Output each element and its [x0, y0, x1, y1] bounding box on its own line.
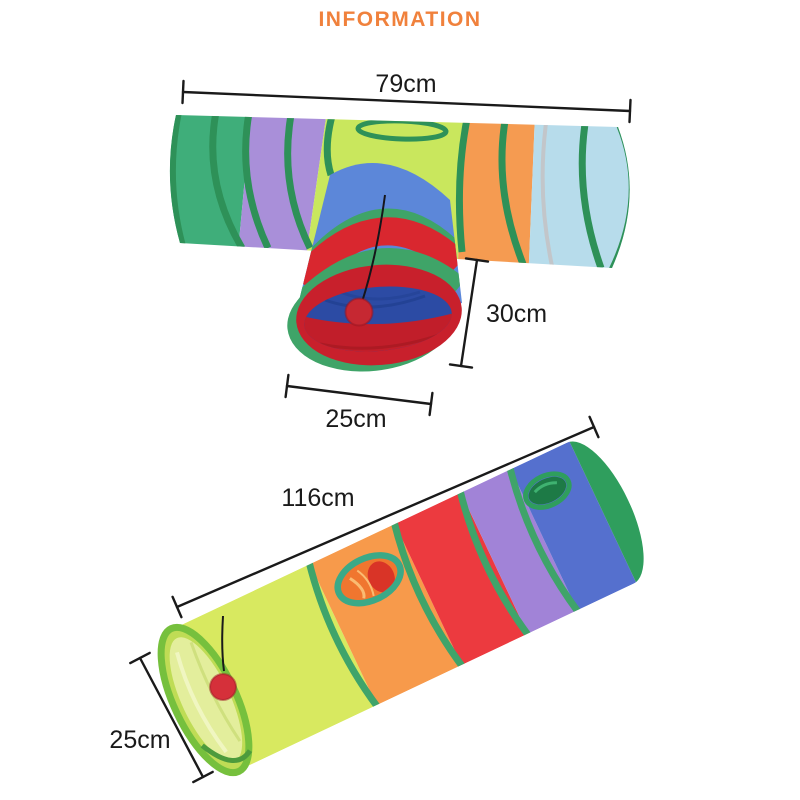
straight-segment-orange — [304, 513, 467, 716]
pompom-string — [361, 194, 386, 303]
straight-tunnel-rings — [305, 466, 582, 710]
t-tunnel-seam — [540, 122, 554, 267]
straight-tunnel-figure: 116cm 25cm — [109, 415, 662, 784]
pompom-ball-2 — [210, 674, 236, 700]
dimension-116cm: 116cm — [171, 415, 600, 619]
dimension-label-116cm: 116cm — [281, 484, 354, 512]
pompom-ball — [345, 298, 373, 326]
t-tunnel-branch — [287, 163, 467, 372]
dimension-label-25cm-s: 25cm — [109, 726, 170, 754]
straight-tunnel-hole-blue — [523, 471, 572, 510]
pompom-ball-2-shade — [209, 673, 237, 701]
t-tunnel-figure: 79cm 30cm 25cm — [169, 70, 632, 433]
dimension-79cm: 79cm — [181, 70, 632, 124]
pompom-ball-shade — [344, 297, 374, 327]
dimension-25cm-t: 25cm — [284, 373, 434, 433]
t-tunnel-segment-green — [169, 115, 253, 268]
straight-segment-red — [389, 481, 533, 676]
t-tunnel-segment-orange — [457, 115, 536, 268]
dimension-label-25cm-t: 25cm — [325, 405, 386, 433]
pompom-string-2 — [221, 615, 225, 672]
dimension-25cm-s: 25cm — [109, 651, 214, 784]
dimension-label-79cm: 79cm — [375, 70, 436, 98]
straight-segment-purple — [455, 458, 583, 645]
page-title: INFORMATION — [318, 8, 481, 31]
straight-tunnel-hole-orange — [334, 552, 404, 607]
dimension-30cm: 30cm — [448, 257, 547, 369]
dimension-label-30cm: 30cm — [486, 300, 547, 328]
front-face-bottom-rim — [200, 743, 253, 763]
